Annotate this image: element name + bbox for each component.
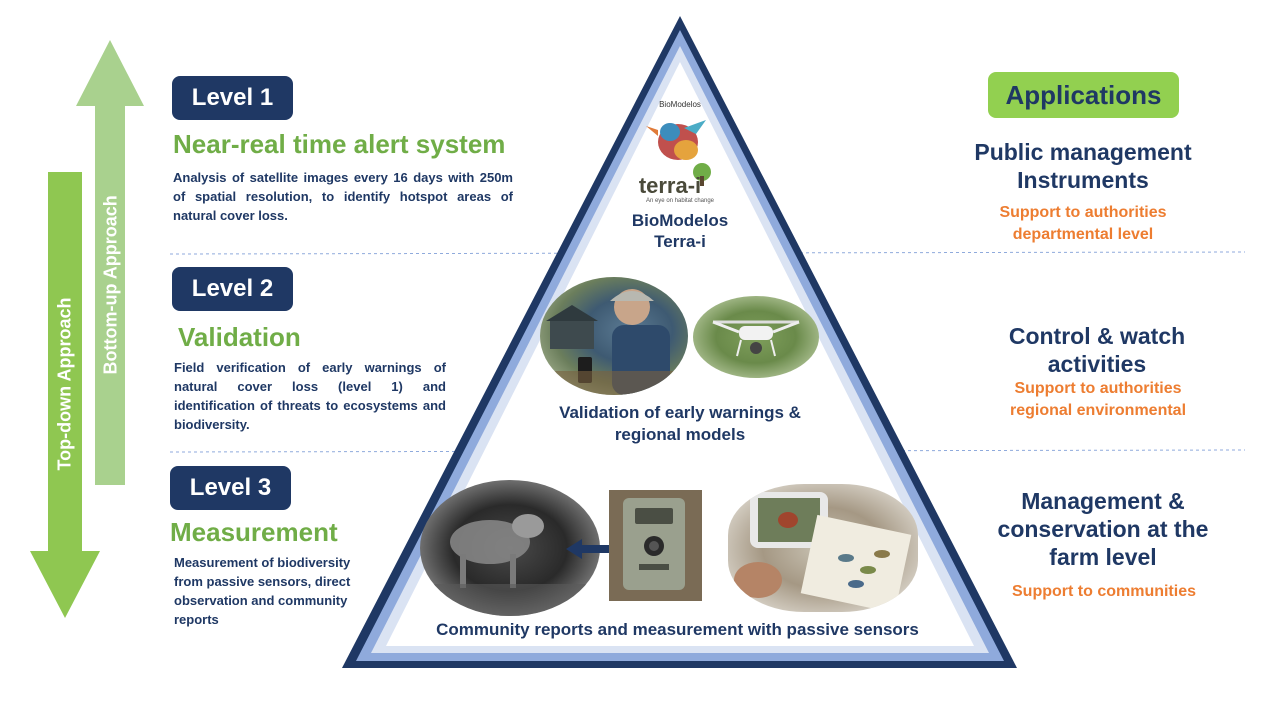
community-report-photo	[728, 484, 918, 612]
level-1-title: Near-real time alert system	[173, 129, 506, 159]
middle-caption: Validation of early warnings & regional …	[559, 403, 801, 444]
top-caption-line-2: Terra-i	[654, 232, 706, 251]
application-2-subtitle: Support to authorities regional environm…	[1009, 380, 1187, 419]
level-2-badge: Level 2	[172, 267, 293, 311]
terrai-logo-text: terra-i	[638, 173, 702, 198]
phone-and-guide-illustration	[734, 492, 912, 612]
terrai-tagline: An eye on habitat change	[645, 198, 715, 204]
tree-logo-icon	[693, 163, 711, 186]
camera-trap-device-photo	[609, 490, 702, 601]
application-1-subtitle: Support to authorities departmental leve…	[999, 204, 1167, 243]
application-3-title: Management & conservation at the farm le…	[997, 488, 1209, 570]
bird-logo-icon	[646, 120, 706, 160]
top-down-arrow	[30, 172, 100, 618]
application-2-title: Control & watch activities	[1008, 323, 1186, 377]
level-3-badge: Level 3	[170, 466, 291, 510]
separator-line-2	[169, 449, 1246, 453]
bottom-up-arrow	[76, 40, 144, 485]
level-3-title: Measurement	[170, 517, 338, 547]
application-3-subtitle: Support to communities	[1012, 583, 1196, 600]
field-worker-illustration	[540, 289, 688, 395]
camera-trap-illustration	[609, 490, 702, 601]
drone-illustration	[712, 320, 800, 357]
applications-header: Applications	[988, 72, 1179, 118]
drone-photo	[693, 296, 819, 378]
level-1-description: Analysis of satellite images every 16 da…	[173, 170, 513, 223]
separator-line-1	[169, 251, 1246, 255]
level-3-description: Measurement of biodiversity from passive…	[174, 555, 351, 627]
bottom-caption: Community reports and measurement with p…	[436, 620, 919, 639]
top-caption-line-1: BioModelos	[631, 211, 729, 230]
level-2-title: Validation	[178, 322, 301, 352]
field-worker-photo	[540, 277, 688, 395]
biomodelos-logo-text: BioModelos	[659, 100, 701, 109]
level-2-description: Field verification of early warnings of …	[174, 360, 446, 432]
arrows-graphic	[30, 40, 144, 618]
level-1-badge: Level 1	[172, 76, 293, 120]
application-1-title: Public management Instruments	[974, 139, 1192, 193]
arrow-left-icon	[566, 539, 614, 559]
